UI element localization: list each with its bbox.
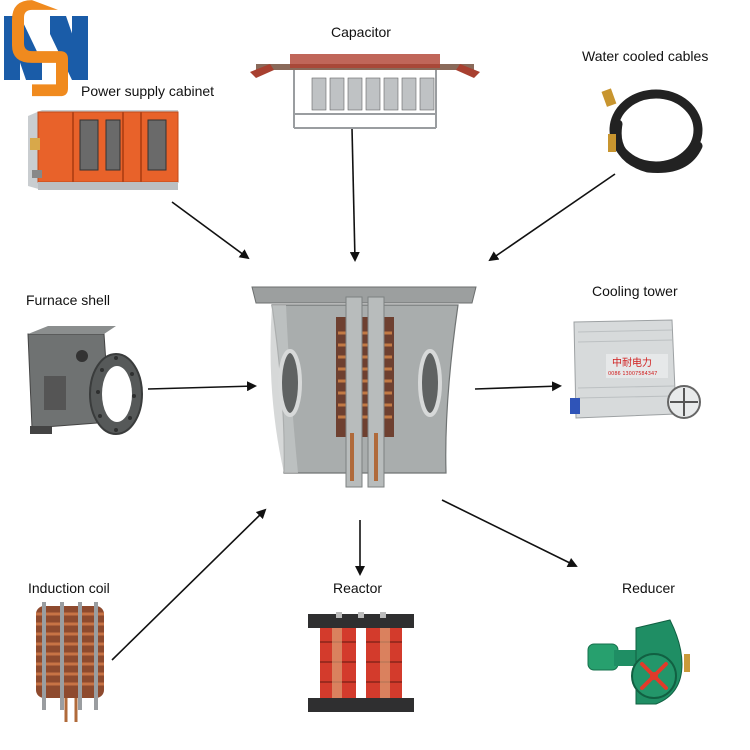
arrow-shell-to-furnace [147, 381, 257, 392]
water-cooled-cables-image [601, 88, 703, 174]
arrow-coil-to-furnace [111, 508, 267, 661]
company-logo [4, 0, 88, 97]
cooling-tower-brand: 中耐电力 [612, 356, 652, 369]
label-cooling-tower: Cooling tower [592, 283, 678, 299]
induction-furnace-image [251, 286, 477, 488]
label-capacitor: Capacitor [331, 24, 391, 40]
logo-s-shape [12, 0, 68, 97]
logo-right-diagonal [50, 16, 88, 80]
induction-coil-image [36, 602, 104, 722]
arrow-furnace-to-reducer [441, 499, 578, 567]
cooling-tower-phone: 0086 13007584347 [608, 371, 657, 377]
furnace-shell-image [27, 326, 143, 435]
cooling-tower-image: 中耐电力 0086 13007584347 [570, 319, 701, 419]
reactor-image [308, 612, 414, 712]
label-power-supply-cabinet: Power supply cabinet [81, 83, 215, 99]
label-furnace-shell: Furnace shell [26, 292, 111, 308]
label-induction-coil: Induction coil [28, 580, 110, 596]
capacitor-image [250, 54, 480, 129]
label-reducer: Reducer [622, 580, 675, 596]
arrow-capacitor-to-furnace [349, 127, 360, 262]
arrow-cables-to-furnace [488, 173, 616, 262]
reducer-image [587, 619, 690, 705]
arrow-cabinet-to-furnace [171, 201, 250, 260]
label-reactor: Reactor [333, 580, 383, 596]
label-water-cooled-cables: Water cooled cables [582, 48, 709, 64]
power-supply-cabinet-image [28, 110, 179, 190]
arrow-furnace-to-cooling-tower [474, 381, 562, 392]
